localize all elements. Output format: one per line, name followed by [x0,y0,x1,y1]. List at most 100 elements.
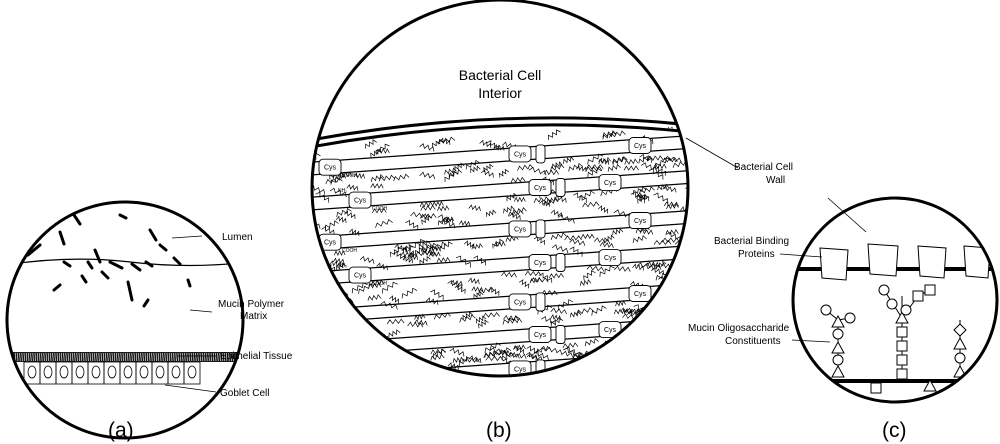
goblet-cell-nucleus [59,365,69,379]
cysteine-domain [628,137,652,154]
panel-b-letter: (b) [486,419,512,442]
glycan-side-chain [550,317,564,327]
glycan-side-chain [484,350,498,358]
cilium [21,352,23,362]
glycan-side-chain [585,166,603,172]
glycan-side-chain [336,349,348,359]
glycan-side-chain [372,207,387,214]
glycan-side-chain [459,314,476,323]
glycan-side-chain [612,227,624,236]
glycan-side-chain [436,256,451,263]
sugar-triangle [895,310,909,324]
glycan-side-chain [471,242,483,250]
bacterium [80,274,88,284]
sugar-circle [878,284,890,296]
mucin-matrix-label-line2: Matrix [240,311,267,322]
cilium [179,352,182,362]
cilium [151,352,153,362]
glycan-side-chain [329,187,347,198]
cooh-label: COOH [372,281,387,287]
glycan-side-chain [344,210,356,220]
cilium [138,352,140,362]
glycan-side-chain [312,364,315,371]
glycan-side-chain [405,219,419,230]
glycan-side-chain [660,337,679,343]
glycan-side-chain [698,127,708,135]
bacterium [126,280,134,302]
cys-label: Cys [514,151,527,158]
glycan-side-chain [439,241,453,252]
cilium [226,352,228,362]
cys-label: Cys [604,255,617,262]
glycan-side-chain [692,165,707,174]
glycan-side-chain [432,200,444,207]
glycan-side-chain [312,329,331,335]
glycan-side-chain [533,196,550,203]
cilium [206,352,208,362]
glycan-side-chain [349,228,360,236]
sugar-square [896,354,908,366]
glycan-side-chain [376,148,390,154]
cooh-label: COOH [372,353,387,359]
cilium [168,352,171,362]
glycan-side-chain [487,383,499,392]
cys-label: Cys [354,273,367,280]
cilium [127,352,129,362]
cilium [204,352,206,362]
panel-c: Bacterial Cell Wall Bacterial Binding Pr… [685,137,999,442]
glycan-side-chain [444,171,458,183]
bacterium [58,230,66,246]
glycan-side-chain [591,305,607,316]
cilium [122,352,124,362]
cilium [182,352,184,362]
glycan-side-chain [486,140,499,151]
glycan-side-chain [654,166,667,176]
goblet-cell-nucleus [107,365,117,379]
dimer-link [555,325,566,344]
glycan-side-chain [586,265,605,272]
glycan-side-chain [327,302,340,309]
glycan-side-chain [406,390,422,398]
cilium [111,352,113,362]
glycan-side-chain [409,382,419,389]
glycan-side-chain [663,201,680,207]
glycan-side-chain [473,255,486,266]
glycan-side-chain [370,148,382,158]
glycan-side-chain [637,194,649,204]
cilium [43,352,45,362]
sugar-circle [954,352,966,364]
glycan-side-chain [312,354,325,365]
glycan-side-chain [352,360,372,366]
glycan-side-chain [702,302,712,309]
glycan-side-chain [407,253,419,260]
cilium [52,352,54,362]
glycan-side-chain [458,356,471,366]
sugar-triangle [831,314,845,328]
bacterium [118,213,128,220]
bacterium [52,283,62,292]
dimer-link [535,359,546,376]
glycan-side-chain [312,329,317,338]
cilium [164,352,166,362]
sugar-circle [900,304,912,316]
cys-label: Cys [324,165,337,172]
glycan-side-chain [454,284,466,294]
glycan-side-chain [550,209,563,218]
glycan-side-chain [394,243,407,252]
glycan-side-chain [315,191,330,203]
cilium [173,352,175,362]
cilium [14,352,17,362]
glycan-side-chain [332,257,345,264]
glycan-side-chain [550,314,562,321]
dimer-link [535,144,546,164]
glycan-side-chain [684,369,688,376]
cilium [157,352,160,362]
sugar-triangle [923,378,937,392]
glycan-side-chain [375,219,393,228]
glycan-side-chain [661,237,680,243]
glycan-side-chain [296,342,306,349]
glycan-side-chain [572,350,591,359]
mucin-matrix-label-line1: Mucin Polymer [218,299,285,310]
sugar-square [896,340,908,352]
glycan-side-chain [550,232,567,241]
